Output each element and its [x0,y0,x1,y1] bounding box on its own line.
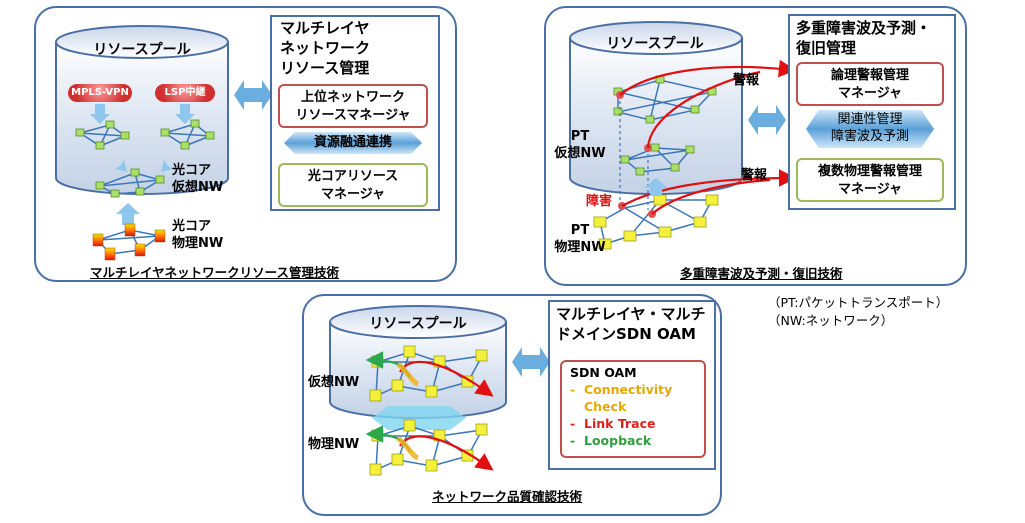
oam-item-text: Connectivity Check [584,382,673,414]
physical-alarm-manager: 複数物理警報管理 マネージャ [796,158,944,202]
pt-virtual-label: PT 仮想NW [554,129,606,161]
fault-management-title: 多重障害波及予測・ 復旧管理 [796,19,932,57]
sdn-oam-functions: SDN OAM - Connectivity Check - Link Trac… [560,360,706,458]
panel1-caption: マルチレイヤネットワークリソース管理技術 [90,265,340,280]
panel3-pool-label: リソースプール [369,316,467,332]
oam-item-connectivity-check: - Connectivity Check [570,381,704,415]
oam-functions-title: SDN OAM [570,365,637,380]
optical-core-physical-label: 光コア 物理NW [172,219,224,251]
oam-item-text: Link Trace [584,416,656,431]
fault-label: 障害 [586,194,613,209]
alarm-label-upper: 警報 [733,73,760,88]
optical-core-resource-manager: 光コアリソース マネージャ [278,163,428,207]
upper-resource-manager: 上位ネットワーク リソースマネージャ [278,84,428,128]
pt-physical-label: PT 物理NW [554,223,606,255]
oam-item-link-trace: - Link Trace [570,415,704,432]
resource-management-title: マルチレイヤ ネットワーク リソース管理 [280,19,371,77]
resource-sharing-bar [284,132,422,154]
panel2-pool-label: リソースプール [606,36,704,52]
panel2-caption: 多重障害波及予測・復旧技術 [680,266,843,281]
mpls-vpn-pill: MPLS-VPN [68,84,132,102]
physical-nw-label: 物理NW [308,437,360,452]
oam-item-loopback: - Loopback [570,432,704,449]
note-nw: （NW:ネットワーク） [768,313,894,328]
sdn-oam-title: マルチレイヤ・マルチ ドメインSDN OAM [556,305,706,343]
relation-management-bar [806,110,934,148]
panel3-caption: ネットワーク品質確認技術 [432,489,583,504]
resource-sharing-label: 資源融通連携 [313,135,392,150]
alarm-label-lower: 警報 [741,168,768,183]
note-pt: （PT:パケットトランスポート） [768,295,949,310]
relation-management-label: 関連性管理 障害波及予測 [830,112,909,144]
oam-item-bullet: - [570,382,576,397]
panel1-pool-label: リソースプール [93,42,191,58]
lsp-relay-pill: LSP中継 [155,84,215,102]
oam-item-bullet: - [570,433,576,448]
logical-alarm-manager: 論理警報管理 マネージャ [796,62,944,106]
oam-item-text: Loopback [584,433,652,448]
optical-core-virtual-label: 光コア 仮想NW [172,163,224,195]
oam-item-bullet: - [570,416,576,431]
virtual-nw-label: 仮想NW [308,375,360,390]
